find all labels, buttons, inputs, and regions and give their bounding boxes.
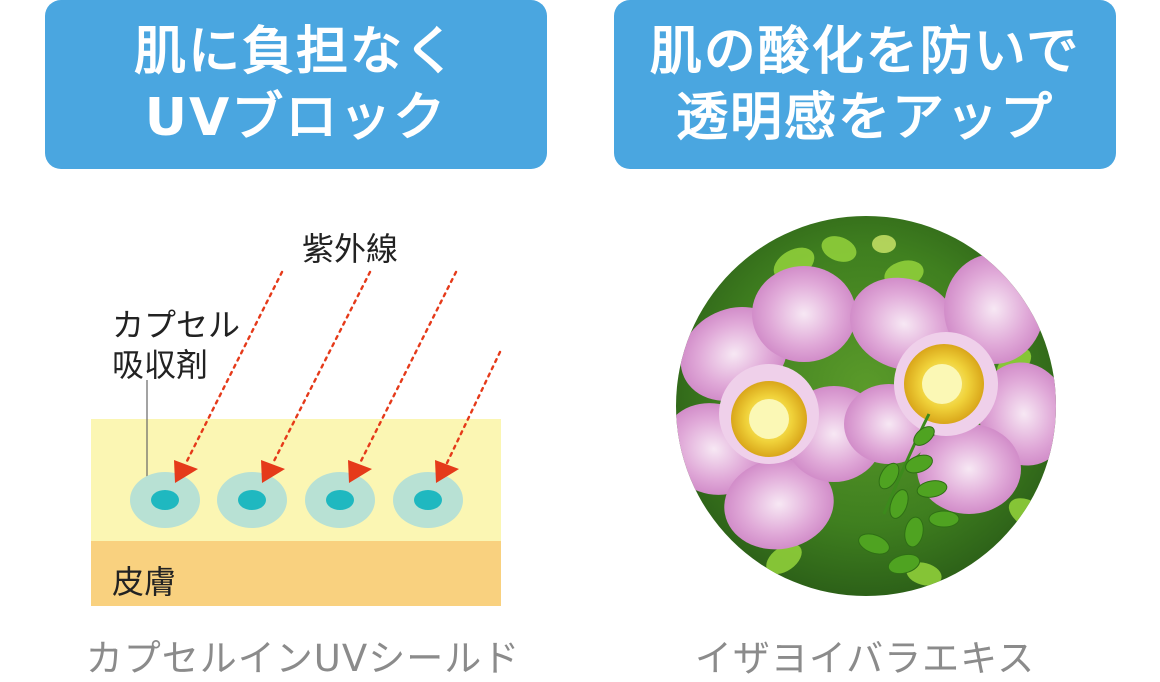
uv-capsule-diagram [91,270,502,606]
antioxidant-banner-line2: 透明感をアップ [675,87,1054,148]
uv-block-banner: 肌に負担なく UVブロック [45,0,547,169]
capsule-label-line1: カプセル [112,306,241,344]
capsule [130,472,200,528]
antioxidant-banner: 肌の酸化を防いで 透明感をアップ [614,0,1116,169]
rose-left [676,266,884,550]
uv-arrowhead [174,460,198,483]
izayoi-rose-photo [676,216,1056,596]
capsule [305,472,375,528]
skin-label: 皮膚 [112,563,177,601]
uv-arrowhead [261,460,285,483]
izayoi-rose-extract-caption: イザヨイバラエキス [694,637,1036,680]
capsule-label-line2: 吸収剤 [112,346,209,384]
antioxidant-banner-line1: 肌の酸化を防いで [649,21,1081,82]
uv-label: 紫外線 [302,230,399,268]
uv-arrowhead [435,460,459,483]
uv-ray [184,270,284,465]
uv-arrowhead [348,460,372,483]
uv-ray [271,270,372,465]
capsule-uv-shield-caption: カプセルインUVシールド [85,637,521,680]
capsule [217,472,287,528]
uv-ray [358,270,458,465]
capsule [393,472,463,528]
rose-right [844,254,1056,514]
uv-block-banner-line2: UVブロック [144,87,448,148]
skin-layer [91,541,501,606]
uv-block-banner-line1: 肌に負担なく [133,21,458,82]
